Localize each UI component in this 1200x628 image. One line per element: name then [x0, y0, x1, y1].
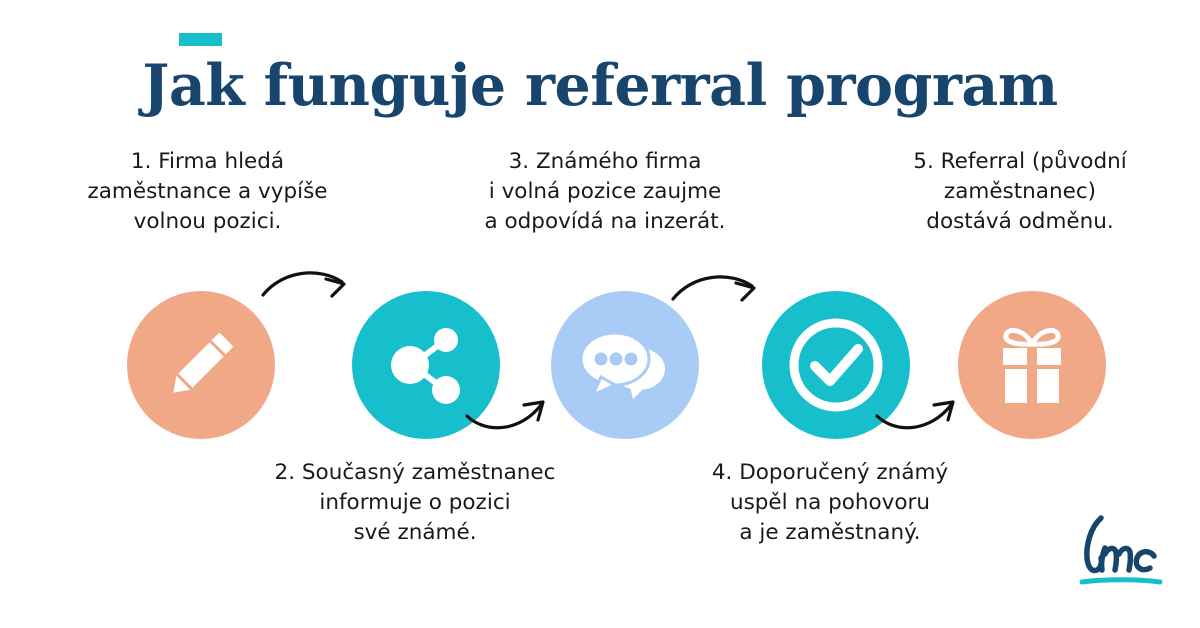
gift-icon	[1003, 327, 1061, 403]
step-icon-circle-4	[762, 291, 910, 439]
lmc-logo	[1078, 512, 1164, 594]
curved-arrow-icon	[671, 275, 756, 302]
step-icon-circle-5	[958, 291, 1106, 439]
arrow-step1-to-step2	[258, 262, 358, 316]
step-caption-3: 3. Známého firma i volná pozice zaujme a…	[484, 149, 726, 234]
title-accent-bar	[179, 33, 222, 46]
step-caption-2: 2. Současný zaměstnanec informuje o pozi…	[274, 460, 556, 545]
curved-arrow-icon	[261, 271, 346, 298]
arrow-step2-to-step3	[462, 394, 562, 448]
arrow-step4-to-step5	[872, 394, 972, 448]
pencil-icon	[173, 333, 233, 393]
step-icon-circle-1	[127, 291, 275, 439]
speech-bubbles-icon	[579, 331, 665, 399]
arrow-step3-to-step4	[668, 266, 768, 320]
check-circle-icon	[789, 318, 883, 412]
lmc-logo-icon	[1079, 515, 1163, 585]
curved-arrow-icon	[465, 400, 545, 430]
page-title: Jak funguje referral program	[142, 52, 1058, 119]
step-icon-circle-2	[352, 291, 500, 439]
step-icon-circle-3	[551, 291, 699, 439]
share-network-icon	[391, 328, 460, 404]
step-caption-5: 5. Referral (původní zaměstnanec) dostáv…	[913, 149, 1127, 234]
curved-arrow-icon	[875, 400, 955, 430]
step-caption-4: 4. Doporučený známý uspěl na pohovoru a …	[711, 460, 949, 545]
step-caption-1: 1. Firma hledá zaměstnance a vypíše voln…	[87, 149, 328, 234]
